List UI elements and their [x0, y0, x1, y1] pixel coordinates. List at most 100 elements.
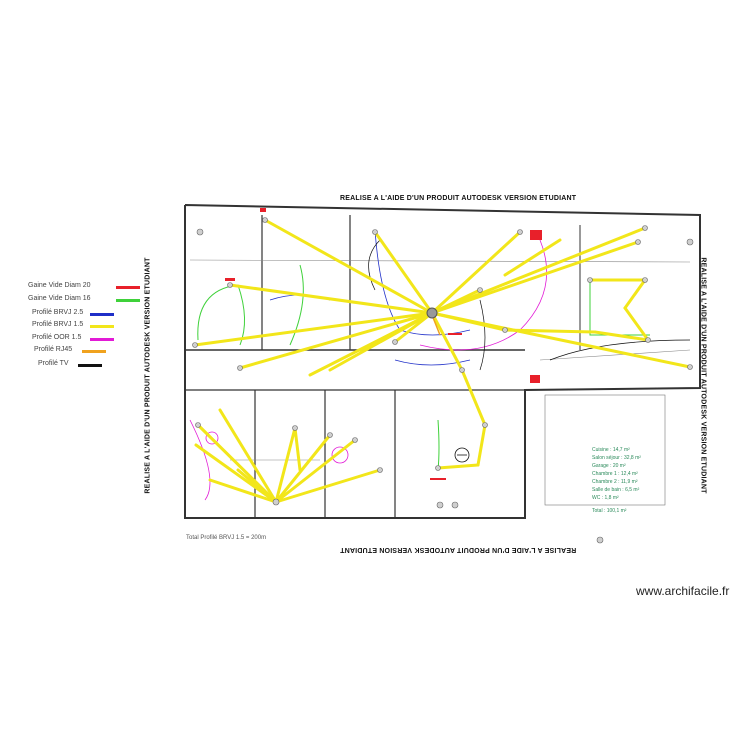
- yellow-cable: [274, 468, 382, 504]
- yellow-cable: [503, 328, 597, 334]
- yellow-cable: [430, 226, 647, 315]
- black-cable: [479, 299, 486, 371]
- lamp-symbol: [454, 447, 470, 463]
- node: [451, 501, 459, 509]
- red-marker: [225, 278, 235, 281]
- red-marker: [448, 333, 462, 335]
- yellow-cable: [308, 311, 434, 377]
- node: [642, 277, 648, 283]
- legend-swatch: [78, 364, 102, 367]
- watermark-right: REALISE A L'AIDE D'UN PRODUIT AUTODESK V…: [699, 257, 707, 494]
- green-cable: [437, 419, 440, 471]
- node: [459, 367, 465, 373]
- node: [502, 327, 508, 333]
- yellow-cable: [460, 368, 487, 427]
- magenta-socket: [205, 431, 219, 445]
- legend-label: Profilé BRVJ 1.5: [32, 321, 84, 328]
- surface-line: Chambre 1 : 12,4 m²: [592, 471, 638, 477]
- node: [482, 422, 488, 428]
- red-markers: [225, 208, 542, 480]
- yellow-cable: [476, 423, 487, 467]
- legend-swatch: [116, 299, 140, 302]
- watermark-bottom: REALISE A L'AIDE D'UN PRODUIT AUTODESK V…: [340, 546, 577, 553]
- yellow-cable: [228, 283, 434, 315]
- legend-item: Profilé BRVJ 1.5: [20, 321, 130, 333]
- node: [327, 432, 333, 438]
- node: [477, 287, 483, 293]
- green-cable: [289, 264, 304, 346]
- yellow-cables: [193, 218, 692, 504]
- yellow-cable: [274, 433, 332, 504]
- legend-item: Profilé BRVJ 2.5: [20, 309, 130, 321]
- node: [195, 422, 201, 428]
- node: [262, 217, 268, 223]
- node: [645, 337, 651, 343]
- legend-swatch: [90, 338, 114, 341]
- node: [377, 467, 383, 473]
- yellow-cable: [623, 278, 647, 310]
- node: [596, 536, 604, 544]
- legend-label: Profilé RJ45: [34, 346, 73, 353]
- node: [227, 282, 233, 288]
- node: [196, 228, 204, 236]
- yellow-cable: [274, 438, 357, 504]
- node: [352, 437, 358, 443]
- watermark-top: REALISE A L'AIDE D'UN PRODUIT AUTODESK V…: [340, 195, 577, 202]
- yellow-cable: [503, 238, 562, 277]
- node: [686, 238, 694, 246]
- distribution-hub: [426, 307, 438, 319]
- yellow-cable: [274, 426, 297, 504]
- yellow-cable: [430, 311, 692, 369]
- black-cable: [368, 239, 381, 291]
- node: [272, 498, 280, 506]
- wall-thin-2: [539, 349, 691, 361]
- yellow-cable: [623, 306, 650, 342]
- node: [587, 277, 593, 283]
- legend-label: Profilé TV: [38, 360, 69, 367]
- blue-cable: [394, 359, 471, 366]
- green-cable: [197, 284, 245, 346]
- node: [517, 229, 523, 235]
- brand-watermark: www.archifacile.fr: [636, 584, 730, 598]
- lamp-circle: [454, 447, 470, 463]
- red-marker: [430, 478, 446, 480]
- watermark-left: REALISE A L'AIDE D'UN PRODUIT AUTODESK V…: [144, 257, 152, 494]
- yellow-cable: [430, 311, 464, 372]
- node: [687, 364, 693, 370]
- legend-label: Profilé OOR 1.5: [32, 334, 82, 341]
- legend-swatch: [82, 350, 106, 353]
- magenta-socket: [331, 446, 349, 464]
- red-marker: [530, 230, 542, 240]
- legend-item: Profilé TV: [20, 360, 130, 372]
- black-cables: [368, 239, 691, 371]
- black-cable: [549, 339, 691, 361]
- counter: [544, 394, 666, 506]
- legend-swatch: [116, 286, 140, 289]
- yellow-cable: [373, 230, 434, 315]
- legend-label: Gaine Vide Diam 16: [28, 295, 91, 302]
- node: [642, 225, 648, 231]
- red-marker: [530, 375, 540, 383]
- yellow-cable: [430, 288, 482, 315]
- node: [192, 342, 198, 348]
- surface-line: Salon séjour : 32,8 m²: [592, 455, 641, 461]
- device-nodes: [192, 217, 694, 544]
- node: [635, 239, 641, 245]
- yellow-cable: [218, 408, 278, 504]
- legend-swatch: [90, 325, 114, 328]
- yellow-cable: [430, 230, 522, 315]
- legend-item: Profilé RJ45: [20, 346, 130, 358]
- node: [372, 229, 378, 235]
- yellow-cable: [593, 330, 650, 342]
- yellow-cable: [238, 311, 434, 370]
- yellow-cable: [236, 468, 278, 504]
- legend-item: Gaine Vide Diam 20: [20, 282, 140, 294]
- wall-thin-1: [189, 259, 691, 263]
- surface-line: Chambre 2 : 11,9 m²: [592, 479, 638, 485]
- magenta-cable: [189, 419, 211, 501]
- surface-line: WC : 1,8 m²: [592, 495, 619, 501]
- green-cables: [197, 264, 650, 471]
- node: [292, 425, 298, 431]
- legend-label: Gaine Vide Diam 20: [28, 282, 91, 289]
